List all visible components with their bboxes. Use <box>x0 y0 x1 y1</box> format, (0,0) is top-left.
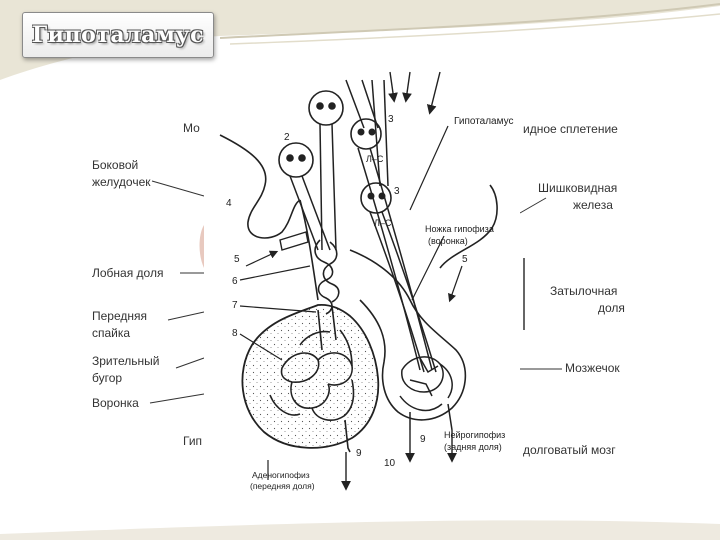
label-frontal-lobe: Лобная доля <box>92 266 164 280</box>
leader-lateral-ventricle <box>151 180 205 197</box>
callout-9b: 9 <box>420 434 426 445</box>
header-swoosh-line-2 <box>229 13 720 45</box>
label-thalamus-1: Зрительный <box>92 354 160 368</box>
label-bottom-left-fragment: Гип <box>183 434 203 448</box>
label-pineal-2: железа <box>573 198 613 212</box>
adenohypophysis <box>241 303 380 449</box>
leader-anterior-commissure <box>167 311 205 321</box>
leader-thalamus <box>175 357 205 369</box>
callout-5b: 5 <box>462 254 468 265</box>
callout-9a: 9 <box>356 448 362 459</box>
nucleus-left <box>278 142 314 178</box>
slide-title: Гипоталамус <box>31 22 205 48</box>
diagram-label-neurohypophysis-2: (задняя доля) <box>444 442 502 452</box>
label-lateral-ventricle-2: желудочек <box>92 175 151 189</box>
diagram-label-hypothalamus: Гипоталамус <box>454 116 514 127</box>
label-thalamus-2: бугор <box>92 371 123 385</box>
hypothalamus-outline <box>219 134 301 239</box>
pointer-lines <box>239 125 463 480</box>
callout-4: 4 <box>226 198 232 209</box>
callout-7: 7 <box>232 300 238 311</box>
ventricle-outline <box>439 184 498 269</box>
diagram-label-stalk-2: (воронка) <box>428 236 468 246</box>
label-anterior-commissure-1: Передняя <box>92 309 148 323</box>
label-lateral-ventricle-1: Боковой <box>92 158 139 172</box>
label-top-right-fragment: идное сплетение <box>523 122 618 136</box>
adenohypophysis-capillaries <box>269 329 355 453</box>
callout-3b: 3 <box>394 186 400 197</box>
output-arrows <box>341 430 457 491</box>
title-box: Гипоталамус <box>22 12 214 58</box>
diagram-label-adenohypophysis-1: Аденогипофиз <box>252 470 310 480</box>
diagram-label-ls-upper: Л–С <box>366 154 384 164</box>
portal-vessels <box>314 239 340 351</box>
nucleus-right-upper <box>350 118 382 150</box>
callout-8: 8 <box>232 328 238 339</box>
label-occipital-2: доля <box>598 301 625 315</box>
label-cerebellum: Мозжечок <box>565 361 620 375</box>
callout-2: 2 <box>284 132 290 143</box>
nucleus-top <box>308 90 344 126</box>
header-swoosh-line <box>219 3 720 39</box>
axon-tracts <box>289 79 437 373</box>
leader-infundibulum <box>149 393 205 404</box>
label-occipital-1: Затылочная <box>550 284 618 298</box>
diagram-label-ls-lower: Л–С <box>374 218 392 228</box>
diagram-label-neurohypophysis-1: Нейрогипофиз <box>444 430 505 440</box>
input-arrows <box>388 71 441 115</box>
label-pineal-1: Шишковидная <box>538 181 618 195</box>
nucleus-right-lower <box>360 182 392 214</box>
label-infundibulum: Воронка <box>92 396 139 410</box>
label-anterior-commissure-2: спайка <box>92 326 131 340</box>
callout-5a: 5 <box>234 254 240 265</box>
frontal-lobe-edge <box>199 225 204 268</box>
diagram-label-stalk-1: Ножка гипофиза <box>425 224 494 234</box>
footer-swoosh <box>0 520 720 540</box>
callout-6: 6 <box>232 276 238 287</box>
callout-3a: 3 <box>388 114 394 125</box>
callout-10: 10 <box>384 458 396 469</box>
diagram-label-adenohypophysis-2: (передняя доля) <box>250 481 315 491</box>
neurosecretory-nuclei <box>278 90 392 214</box>
hypophyseal-artery <box>279 231 309 251</box>
leader-pineal <box>519 197 547 214</box>
label-bottom-right-fragment: долговатый мозг <box>523 443 616 457</box>
label-top-left-fragment: Мо <box>183 121 200 135</box>
